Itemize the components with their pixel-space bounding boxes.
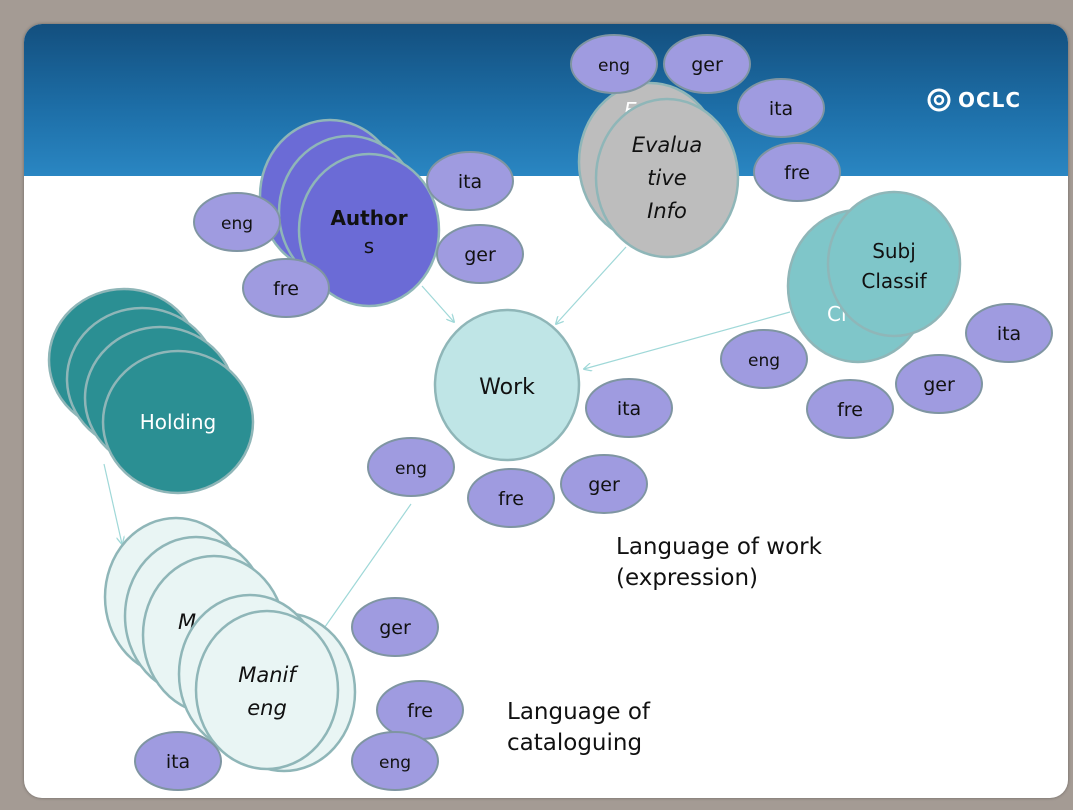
work-lang-ita-bubble [585,378,673,438]
work-lang-fre: fre [498,488,524,510]
evaluative-label-line1: Evalua [632,133,703,157]
subject-stack: Cl Subj Classif [786,190,962,364]
manif-lang-ger: ger [379,617,411,639]
arrow-evaluative-to-work [556,246,627,324]
subject-node [826,190,962,338]
oclc-logo: OCLC [926,80,1021,120]
subject-lang-ger-bubble [895,354,983,414]
oclc-globe-icon [927,88,951,112]
evaluative-label-line3: Info [647,199,687,223]
manif-lang-eng-bubble [351,731,439,791]
language-diagram: Holding Author s Ev Evalua tive Info Cl … [47,34,1053,791]
subject-label-line2: Classif [861,269,927,293]
authors-stack: Author s [258,118,441,308]
relationship-arrows [103,246,791,634]
manif-label-line2: eng [247,696,287,720]
caption-language-of-cataloguing: Language of cataloguing [507,697,650,759]
caption-language-of-cataloguing-line2: cataloguing [507,730,643,756]
subject-lang-ger: ger [923,374,955,396]
work-group: Work [433,308,581,462]
arrow-authors-to-work [421,285,454,322]
slide: OCLC Holding Author [24,24,1068,798]
evaluative-lang-fre-bubble [753,142,841,202]
holding-label: Holding [140,410,216,434]
subject-lang-fre: fre [837,399,863,421]
authors-lang-eng: eng [221,214,253,234]
subject-lang-ita: ita [997,323,1021,345]
authors-lang-fre-bubble [242,258,330,318]
subject-lang-ita-bubble [965,303,1053,363]
authors-label-line1: Author [330,206,407,230]
evaluative-lang-ger-bubble [663,34,751,94]
language-bubbles: ita eng ger fre eng ger ita fre ita eng … [134,34,1053,791]
caption-language-of-work: Language of work (expression) [616,532,822,594]
evaluative-lang-fre: fre [784,162,810,184]
caption-language-of-work-line1: Language of work [616,534,822,560]
logo-text: OCLC [958,88,1022,112]
evaluative-label-line2: tive [647,166,686,190]
evaluative-lang-ita: ita [769,98,793,120]
work-lang-ger-bubble [560,454,648,514]
manif-lang-ita: ita [166,751,190,773]
caption-language-of-work-line2: (expression) [616,565,759,591]
evaluative-lang-eng-bubble [570,34,658,94]
manif-lang-ita-bubble [134,731,222,791]
manif-lang-ger-bubble [351,597,439,657]
work-label: Work [479,375,535,400]
work-lang-fre-bubble [467,468,555,528]
subject-lang-fre-bubble [806,379,894,439]
subject-label-line1: Subj [872,239,916,263]
work-lang-ita: ita [617,398,641,420]
authors-lang-ger: ger [464,244,496,266]
work-lang-ger: ger [588,474,620,496]
manif-node [194,609,340,771]
arrow-subject-to-work [584,311,791,369]
authors-node [297,152,441,308]
header-banner [24,24,1068,176]
authors-lang-ita-bubble [426,151,514,211]
authors-lang-eng-bubble [193,192,281,252]
authors-lang-ita: ita [458,171,482,193]
arrow-work-to-manif [320,503,412,634]
arrow-holding-to-manif [103,463,122,544]
evaluative-lang-ger: ger [691,54,723,76]
work-lang-eng: eng [395,459,427,479]
caption-language-of-cataloguing-line1: Language of [507,699,650,725]
holding-node [101,349,255,495]
holding-stack: Holding [47,287,255,495]
manif-stack: M Manif eng [103,516,357,773]
work-node [433,308,581,462]
manif-lang-eng: eng [379,753,411,773]
subject-lang-eng: eng [748,351,780,371]
evaluative-lang-eng: eng [598,56,630,76]
manif-label-line1: Manif [238,663,299,687]
authors-lang-ger-bubble [436,224,524,284]
authors-lang-fre: fre [273,278,299,300]
evaluative-lang-ita-bubble [737,78,825,138]
evaluative-stack: Ev Evalua tive Info [577,81,740,259]
evaluative-node [594,97,740,259]
work-lang-eng-bubble [367,437,455,497]
manif-lang-fre: fre [407,700,433,722]
subject-lang-eng-bubble [720,329,808,389]
authors-label-line2: s [364,234,374,258]
